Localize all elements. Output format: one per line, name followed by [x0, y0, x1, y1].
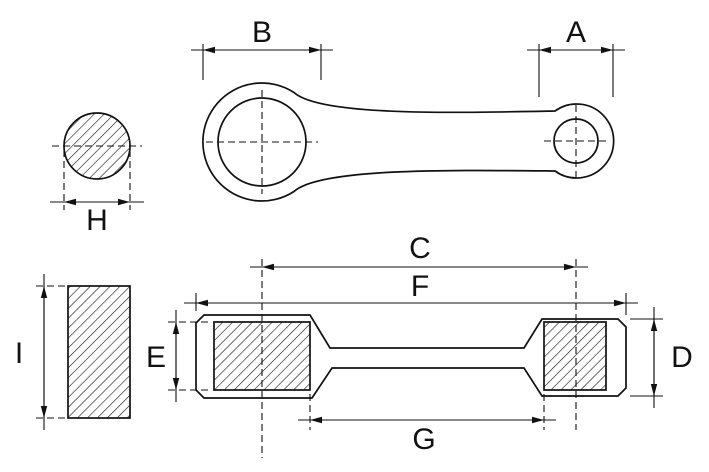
dim-label-h: H — [86, 204, 108, 237]
crosshair-centerlines — [206, 90, 608, 194]
dim-label-c: C — [409, 232, 431, 265]
dimension-i: I — [15, 274, 66, 430]
pin-side-rect — [67, 285, 131, 419]
dim-label-a: A — [566, 16, 586, 49]
pin-cross-section-view: H — [50, 112, 144, 237]
dim-label-d: D — [671, 341, 693, 374]
dim-label-f: F — [411, 270, 429, 303]
centerlines — [261, 259, 577, 458]
dimension-a: A — [527, 16, 625, 97]
dimension-b: B — [191, 16, 333, 80]
dimension-g: G — [298, 394, 556, 456]
dim-label-g: G — [412, 423, 435, 456]
dim-label-e: E — [146, 341, 166, 374]
dimension-d: D — [630, 307, 693, 408]
small-end-pin-section — [543, 321, 607, 391]
dimension-e: E — [146, 310, 212, 402]
dim-label-i: I — [15, 337, 23, 370]
dimension-c: C — [250, 232, 588, 271]
big-end-pin-section — [213, 321, 311, 391]
dim-label-b: B — [252, 16, 272, 49]
rod-outline — [202, 82, 615, 202]
dimension-f: F — [184, 270, 638, 315]
rod-side-view: C F E D G — [146, 232, 693, 458]
dimension-h: H — [50, 150, 144, 237]
pin-side-view: I — [15, 274, 131, 430]
rod-top-view: B A — [191, 16, 625, 202]
